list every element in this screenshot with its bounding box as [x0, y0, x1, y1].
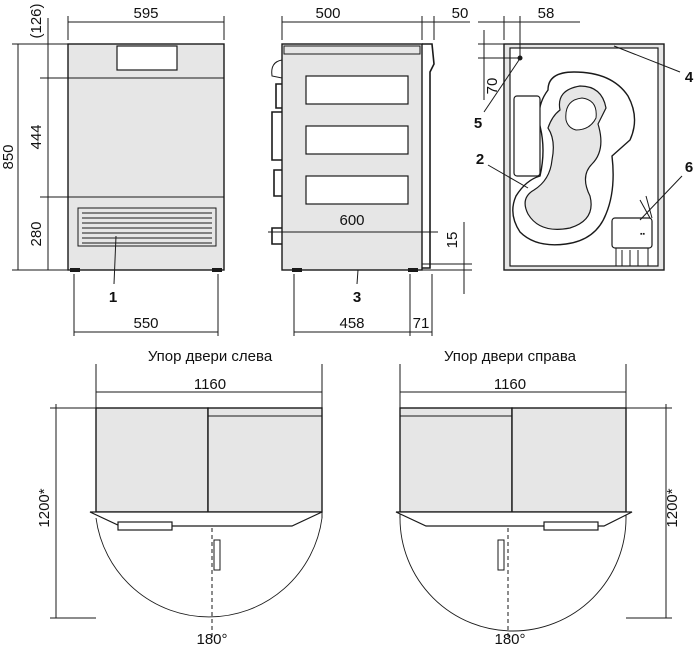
callout-1: 1 [109, 289, 117, 306]
front-cabinet [67, 43, 225, 271]
front-foot-left [70, 268, 80, 272]
callout-6: 6 [685, 159, 693, 176]
plan-left-swing-arc [95, 517, 323, 618]
plan-left-unit-2 [207, 407, 323, 513]
side-door-profile [271, 83, 282, 245]
plan-right-width-label: 1160 [494, 376, 526, 393]
plan-left-height-label: 1200* [36, 488, 53, 527]
side-depth-open-label: 600 [339, 212, 364, 229]
front-width-label: 595 [133, 5, 158, 22]
plan-left-angle-label: 180° [196, 631, 227, 647]
callout-5: 5 [474, 115, 482, 132]
side-rear-offset-label: 71 [413, 315, 430, 332]
svg-text:▪▪: ▪▪ [640, 231, 645, 238]
rear-offset-down-label: 70 [484, 78, 501, 95]
rear-view: ▪▪ 58 70 4 5 2 6 [474, 5, 694, 271]
callout-2: 2 [476, 151, 484, 168]
plan-right-caption: Упор двери справа [444, 348, 577, 365]
plan-right-height-label: 1200* [664, 488, 681, 527]
plan-left-width-label: 1160 [194, 376, 226, 393]
plan-left: Упор двери слева 1160 1200* 180° [36, 348, 323, 647]
front-height-total-label: 850 [0, 144, 17, 169]
plan-left-unit-1 [95, 407, 209, 513]
plan-right-unit-1 [399, 407, 513, 513]
front-height-mid-label: 444 [28, 124, 45, 149]
callout-4: 4 [685, 69, 694, 86]
side-back-profile [422, 43, 435, 269]
callout-3: 3 [353, 289, 361, 306]
rear-offset-top-label: 58 [538, 5, 555, 22]
front-foot-right [212, 268, 222, 272]
side-vent-2 [305, 125, 409, 155]
plan-right-angle-label: 180° [494, 631, 525, 647]
side-vent-3 [305, 175, 409, 205]
plan-right-unit-2 [511, 407, 627, 513]
front-view: 595 (126) 850 444 280 1 550 [0, 3, 225, 336]
control-display [116, 45, 178, 71]
plan-left-caption: Упор двери слева [148, 348, 273, 365]
front-grille [77, 207, 217, 247]
front-top-offset-label: (126) [28, 3, 45, 38]
plan-right-swing-arc [399, 517, 627, 632]
side-view: 500 50 600 15 3 458 71 [268, 5, 472, 336]
side-foot-height-label: 15 [444, 232, 461, 249]
plan-right: Упор двери справа 1160 1200* 180° [395, 348, 681, 647]
front-feet-width-label: 550 [133, 315, 158, 332]
rear-motor [611, 217, 653, 249]
side-depth-label: 500 [315, 5, 340, 22]
side-rear-gap-label: 50 [452, 5, 469, 22]
side-vent-1 [305, 75, 409, 105]
rear-condenser [513, 95, 541, 177]
side-feet-depth-label: 458 [339, 315, 364, 332]
front-height-low-label: 280 [28, 221, 45, 246]
